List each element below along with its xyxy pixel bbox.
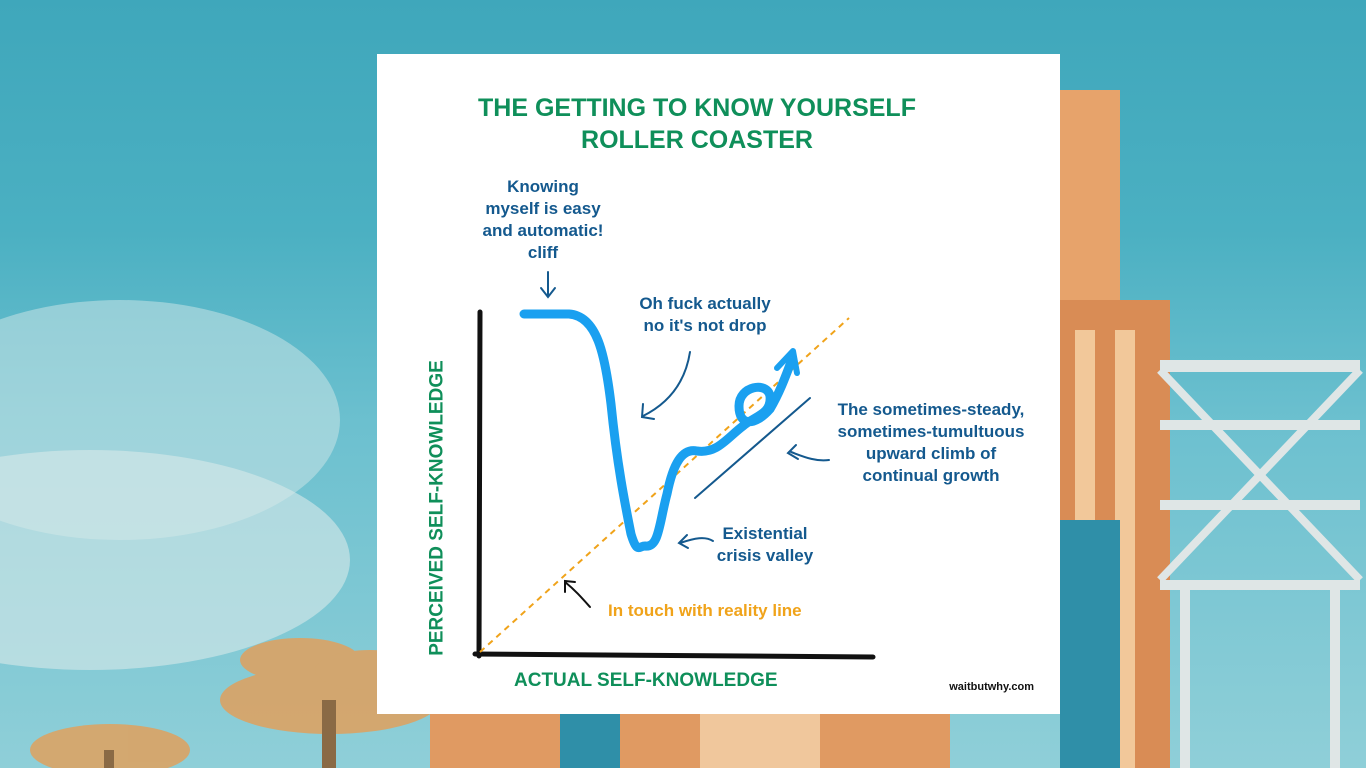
y-axis-label: PERCEIVED SELF-KNOWLEDGE <box>426 360 448 656</box>
reality-line-annotation: In touch with reality line <box>608 601 802 620</box>
climb-annotation-line: The sometimes-steady, <box>837 400 1025 419</box>
title-line-2: ROLLER COASTER <box>581 126 813 154</box>
valley-arrow <box>677 534 714 549</box>
peak-arrow <box>540 271 556 299</box>
reality-line <box>479 317 850 653</box>
peak-annotation-line: and automatic! <box>482 221 604 240</box>
peak-annotation-line: myself is easy <box>485 199 601 218</box>
infographic-card: THE GETTING TO KNOW YOURSELF ROLLER COAS… <box>377 54 1060 714</box>
roller-coaster-diagram <box>472 271 876 660</box>
x-axis <box>472 651 876 660</box>
valley-annotation: Existential crisis valley <box>710 523 820 567</box>
source-credit: waitbutwhy.com <box>949 681 1034 693</box>
reality-arrow <box>564 579 591 608</box>
x-axis-label: ACTUAL SELF-KNOWLEDGE <box>514 670 778 691</box>
drop-arrow <box>640 351 691 420</box>
valley-annotation-line: crisis valley <box>716 546 814 565</box>
peak-annotation: Knowing myself is easy and automatic! cl… <box>475 176 611 264</box>
roller-coaster-curve <box>519 309 796 552</box>
peak-annotation-line: cliff <box>527 243 559 262</box>
curve-arrowhead <box>774 348 800 376</box>
climb-bracket <box>694 397 811 499</box>
climb-annotation-line: sometimes-tumultuous <box>837 422 1025 441</box>
climb-annotation: The sometimes-steady, sometimes-tumultuo… <box>829 399 1033 487</box>
climb-annotation-line: continual growth <box>862 466 1000 485</box>
drop-annotation: Oh fuck actually no it's not drop <box>627 293 783 337</box>
valley-annotation-line: Existential <box>722 524 808 543</box>
climb-annotation-line: upward climb of <box>865 444 997 463</box>
peak-annotation-line: Knowing <box>507 177 579 196</box>
title-line-1: THE GETTING TO KNOW YOURSELF <box>478 94 916 122</box>
diagram-title: THE GETTING TO KNOW YOURSELF ROLLER COAS… <box>377 92 1017 156</box>
climb-arrow <box>786 444 830 462</box>
drop-annotation-line: no it's not drop <box>643 316 767 335</box>
drop-annotation-line: Oh fuck actually <box>639 294 771 313</box>
y-axis <box>476 309 483 659</box>
